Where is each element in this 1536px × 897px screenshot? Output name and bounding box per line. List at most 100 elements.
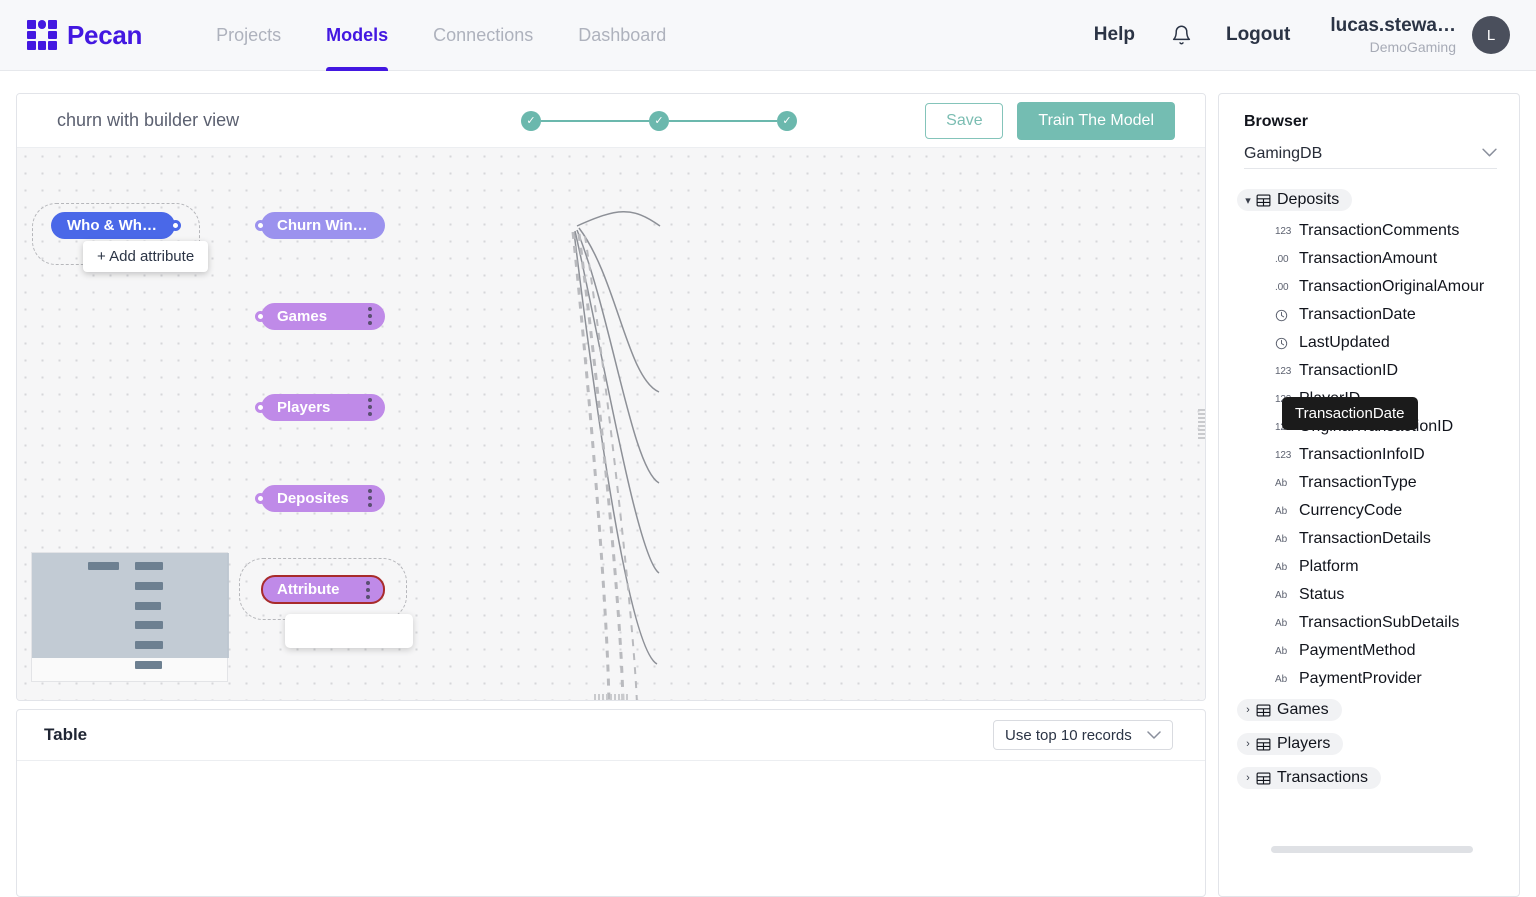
minimap-viewport[interactable] bbox=[32, 553, 229, 658]
node-players[interactable]: Players bbox=[255, 394, 385, 421]
node-menu-icon[interactable] bbox=[368, 489, 372, 507]
tree-field-status[interactable]: Ab Status bbox=[1275, 581, 1519, 609]
database-dropdown[interactable]: GamingDB bbox=[1244, 139, 1497, 169]
integer-type-icon: 123 bbox=[1275, 365, 1292, 377]
node-attribute[interactable]: Attribute bbox=[261, 575, 385, 604]
model-title[interactable]: churn with builder view bbox=[57, 110, 240, 130]
chevron-down-icon bbox=[1482, 145, 1497, 163]
model-builder-panel: churn with builder view ✓ ✓ ✓ Save Train… bbox=[16, 93, 1206, 701]
minimap-node bbox=[135, 661, 162, 669]
tree-field-transactionid[interactable]: 123 TransactionID bbox=[1275, 357, 1519, 385]
text-type-icon: Ab bbox=[1275, 645, 1288, 657]
step-2-complete-icon[interactable]: ✓ bbox=[649, 110, 669, 131]
top-navigation-bar: Pecan Projects Models Connections Dashbo… bbox=[0, 0, 1536, 71]
node-input-port[interactable] bbox=[255, 311, 266, 322]
brand-logo[interactable]: Pecan bbox=[27, 20, 142, 51]
tree-field-label: Platform bbox=[1299, 558, 1359, 575]
tree-field-paymentprovider[interactable]: Ab PaymentProvider bbox=[1275, 665, 1519, 693]
builder-actions: Save Train The Model bbox=[925, 101, 1175, 140]
tree-table-games[interactable]: › Games bbox=[1237, 699, 1342, 721]
tree-field-transactiondate[interactable]: TransactionDate bbox=[1275, 301, 1519, 329]
tree-field-platform[interactable]: Ab Platform bbox=[1275, 553, 1519, 581]
step-connector-1 bbox=[541, 119, 649, 122]
node-who-and-when[interactable]: Who & Wh… bbox=[51, 212, 181, 239]
chevron-right-icon: › bbox=[1246, 738, 1250, 750]
tree-field-transactioninfoid[interactable]: 123 TransactionInfoID bbox=[1275, 441, 1519, 469]
node-deposites[interactable]: Deposites bbox=[255, 485, 385, 512]
database-name: GamingDB bbox=[1244, 144, 1323, 162]
logout-link[interactable]: Logout bbox=[1225, 24, 1291, 45]
node-input-port[interactable] bbox=[255, 220, 266, 231]
node-input-port[interactable] bbox=[255, 493, 266, 504]
canvas-resize-handle-vertical[interactable] bbox=[1198, 409, 1205, 439]
tree-table-deposits[interactable]: ▾ Deposits bbox=[1237, 189, 1353, 211]
tree-field-transactionamount[interactable]: .00 TransactionAmount bbox=[1275, 245, 1519, 273]
tree-field-label: PaymentProvider bbox=[1299, 670, 1422, 687]
avatar[interactable]: L bbox=[1472, 16, 1510, 54]
node-output-port[interactable] bbox=[170, 220, 181, 231]
user-name: lucas.stewa… bbox=[1330, 14, 1456, 36]
tree-field-transactiontype[interactable]: Ab TransactionType bbox=[1275, 469, 1519, 497]
text-type-icon: Ab bbox=[1275, 505, 1288, 517]
table-icon bbox=[1256, 737, 1271, 752]
tree-field-transactionoriginalamount[interactable]: .00 TransactionOriginalAmour bbox=[1275, 273, 1519, 301]
node-input-port[interactable] bbox=[255, 402, 266, 413]
tree-field-label: TransactionSubDetails bbox=[1299, 614, 1460, 631]
nav-right-group: Help Logout lucas.stewa… DemoGaming L bbox=[1094, 15, 1510, 56]
attribute-popover[interactable] bbox=[285, 614, 413, 648]
node-label: Deposites bbox=[277, 490, 349, 507]
step-1-complete-icon[interactable]: ✓ bbox=[521, 110, 541, 131]
tree-field-transactioncomments[interactable]: 123 TransactionComments bbox=[1275, 217, 1519, 245]
node-label: Games bbox=[277, 308, 328, 325]
browser-sidebar: Browser GamingDB ▾ Deposits bbox=[1218, 93, 1520, 897]
tree-field-lastupdated[interactable]: LastUpdated bbox=[1275, 329, 1519, 357]
tree-table-label: Transactions bbox=[1277, 769, 1368, 786]
schema-tree: ▾ Deposits 123 TransactionComments .00 T… bbox=[1219, 189, 1519, 795]
step-3-complete-icon[interactable]: ✓ bbox=[777, 110, 797, 131]
decimal-type-icon: .00 bbox=[1275, 281, 1289, 293]
canvas-resize-handle-horizontal[interactable] bbox=[594, 694, 628, 700]
text-type-icon: Ab bbox=[1275, 617, 1288, 629]
tree-field-label: TransactionDetails bbox=[1299, 530, 1431, 547]
chevron-down-icon bbox=[1147, 727, 1161, 744]
nav-item-connections[interactable]: Connections bbox=[433, 24, 534, 45]
table-panel-title: Table bbox=[44, 725, 88, 744]
node-menu-icon[interactable] bbox=[368, 398, 372, 416]
nav-item-projects[interactable]: Projects bbox=[216, 24, 282, 45]
user-info[interactable]: lucas.stewa… DemoGaming bbox=[1330, 15, 1456, 56]
tree-table-label: Deposits bbox=[1277, 191, 1340, 208]
tree-field-transactiondetails[interactable]: Ab TransactionDetails bbox=[1275, 525, 1519, 553]
add-attribute-button[interactable]: + Add attribute bbox=[83, 241, 209, 272]
save-button[interactable]: Save bbox=[925, 102, 1004, 139]
train-model-button[interactable]: Train The Model bbox=[1017, 101, 1175, 140]
records-limit-dropdown[interactable]: Use top 10 records bbox=[993, 720, 1173, 750]
node-games[interactable]: Games bbox=[255, 303, 385, 330]
sidebar-horizontal-scrollbar[interactable] bbox=[1271, 846, 1473, 853]
node-menu-icon[interactable] bbox=[368, 307, 372, 325]
tree-field-transactionsubdetails[interactable]: Ab TransactionSubDetails bbox=[1275, 609, 1519, 637]
text-type-icon: Ab bbox=[1275, 561, 1288, 573]
date-type-icon bbox=[1275, 337, 1295, 350]
node-churn-window[interactable]: Churn Win… bbox=[255, 212, 385, 239]
step-connector-2 bbox=[669, 119, 777, 122]
tree-table-players[interactable]: › Players bbox=[1237, 733, 1344, 755]
node-menu-icon[interactable] bbox=[366, 581, 370, 599]
nav-item-dashboard[interactable]: Dashboard bbox=[578, 24, 667, 45]
nav-item-models[interactable]: Models bbox=[326, 0, 389, 71]
integer-type-icon: 123 bbox=[1275, 449, 1292, 461]
minimap-node bbox=[135, 582, 163, 590]
tree-field-label: Status bbox=[1299, 586, 1345, 603]
tree-field-currencycode[interactable]: Ab CurrencyCode bbox=[1275, 497, 1519, 525]
builder-toolbar: churn with builder view ✓ ✓ ✓ Save Train… bbox=[17, 94, 1205, 148]
flow-canvas[interactable]: Who & Wh… + Add attribute Churn Win… Gam… bbox=[17, 148, 1205, 700]
tree-field-label: TransactionOriginalAmour bbox=[1299, 278, 1485, 295]
tree-table-transactions[interactable]: › Transactions bbox=[1237, 767, 1381, 789]
records-limit-value: Use top 10 records bbox=[1005, 726, 1132, 744]
tree-field-label: LastUpdated bbox=[1299, 334, 1390, 351]
table-icon bbox=[1256, 703, 1271, 718]
canvas-minimap[interactable] bbox=[31, 552, 229, 682]
help-link[interactable]: Help bbox=[1093, 24, 1135, 45]
tree-field-paymentmethod[interactable]: Ab PaymentMethod bbox=[1275, 637, 1519, 665]
notifications-bell-icon[interactable] bbox=[1171, 24, 1192, 46]
browser-title: Browser bbox=[1244, 113, 1309, 130]
